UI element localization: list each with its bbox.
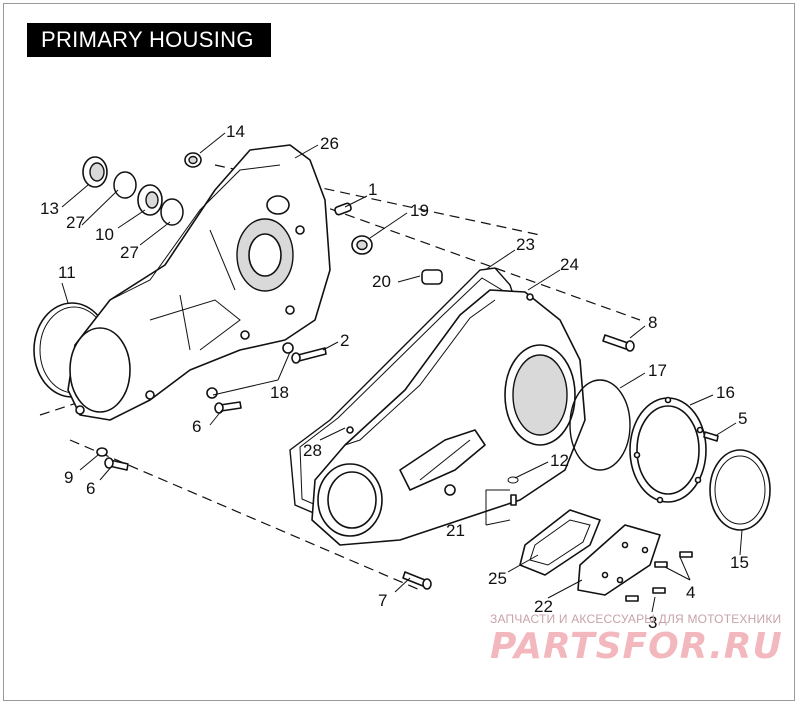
- callout-6-lower: 6: [86, 479, 95, 498]
- part-12-plug: [507, 476, 519, 506]
- callout-4: 4: [686, 583, 695, 602]
- part-6-screw-upper: [214, 401, 242, 414]
- callout-22: 22: [534, 597, 553, 616]
- part-13-seal: [82, 156, 108, 188]
- callout-labels: 1 2 3 4 5 6 6 7 8 9 10 11 12 13 14 15 16…: [40, 122, 749, 632]
- part-16-derby-cover: [629, 396, 707, 504]
- part-6-screw-lower: [104, 457, 129, 471]
- leader-lines: [61, 132, 743, 613]
- callout-25: 25: [488, 569, 507, 588]
- callout-1: 1: [368, 180, 377, 199]
- part-7-screw: [402, 571, 432, 590]
- part-2-screw: [291, 347, 327, 364]
- part-18-lockplate: [206, 342, 294, 399]
- part-8-screw: [602, 334, 635, 352]
- part-5-screw: [703, 431, 719, 442]
- diagram-frame: [3, 3, 795, 701]
- callout-17: 17: [648, 361, 667, 380]
- callout-9: 9: [64, 468, 73, 487]
- callout-15: 15: [730, 553, 749, 572]
- part-14-bushing: [184, 152, 202, 168]
- callout-10: 10: [95, 225, 114, 244]
- part-24-outer-cover: [311, 289, 586, 546]
- callout-26: 26: [320, 134, 339, 153]
- callout-13: 13: [40, 199, 59, 218]
- part-20-sleeve: [421, 269, 443, 285]
- part-10-bearing: [137, 184, 163, 216]
- callout-5: 5: [738, 409, 747, 428]
- callout-21: 21: [446, 521, 465, 540]
- callout-27-upper: 27: [66, 213, 85, 232]
- callout-16: 16: [716, 383, 735, 402]
- callout-19: 19: [410, 201, 429, 220]
- callout-14: 14: [226, 122, 245, 141]
- callout-2: 2: [340, 331, 349, 350]
- callout-3: 3: [648, 613, 657, 632]
- callout-12: 12: [550, 451, 569, 470]
- diagram-title: PRIMARY HOUSING: [27, 23, 271, 57]
- callout-23: 23: [516, 235, 535, 254]
- callout-11: 11: [58, 263, 76, 282]
- part-17-gasket: [569, 379, 631, 471]
- callout-24: 24: [560, 255, 579, 274]
- callout-18: 18: [270, 383, 289, 402]
- callout-27-lower: 27: [120, 243, 139, 262]
- callout-28: 28: [303, 441, 322, 460]
- part-27-rings: [113, 171, 184, 226]
- watermark-logo: PARTSFOR.RU: [490, 626, 783, 667]
- callout-6-upper: 6: [192, 417, 201, 436]
- part-26-inner-housing: [67, 144, 331, 421]
- callout-7: 7: [378, 591, 387, 610]
- part-19-seal: [351, 235, 373, 255]
- part-22-inspection-cover: [577, 524, 661, 596]
- part-15-gasket: [709, 449, 771, 531]
- part-9-washer: [96, 447, 108, 457]
- callout-8: 8: [648, 313, 657, 332]
- watermark-tagline: ЗАПЧАСТИ И АКСЕССУАРЫ ДЛЯ МОТОТЕХНИКИ: [490, 612, 782, 626]
- callout-20: 20: [372, 272, 391, 291]
- part-4-screws: [625, 551, 693, 602]
